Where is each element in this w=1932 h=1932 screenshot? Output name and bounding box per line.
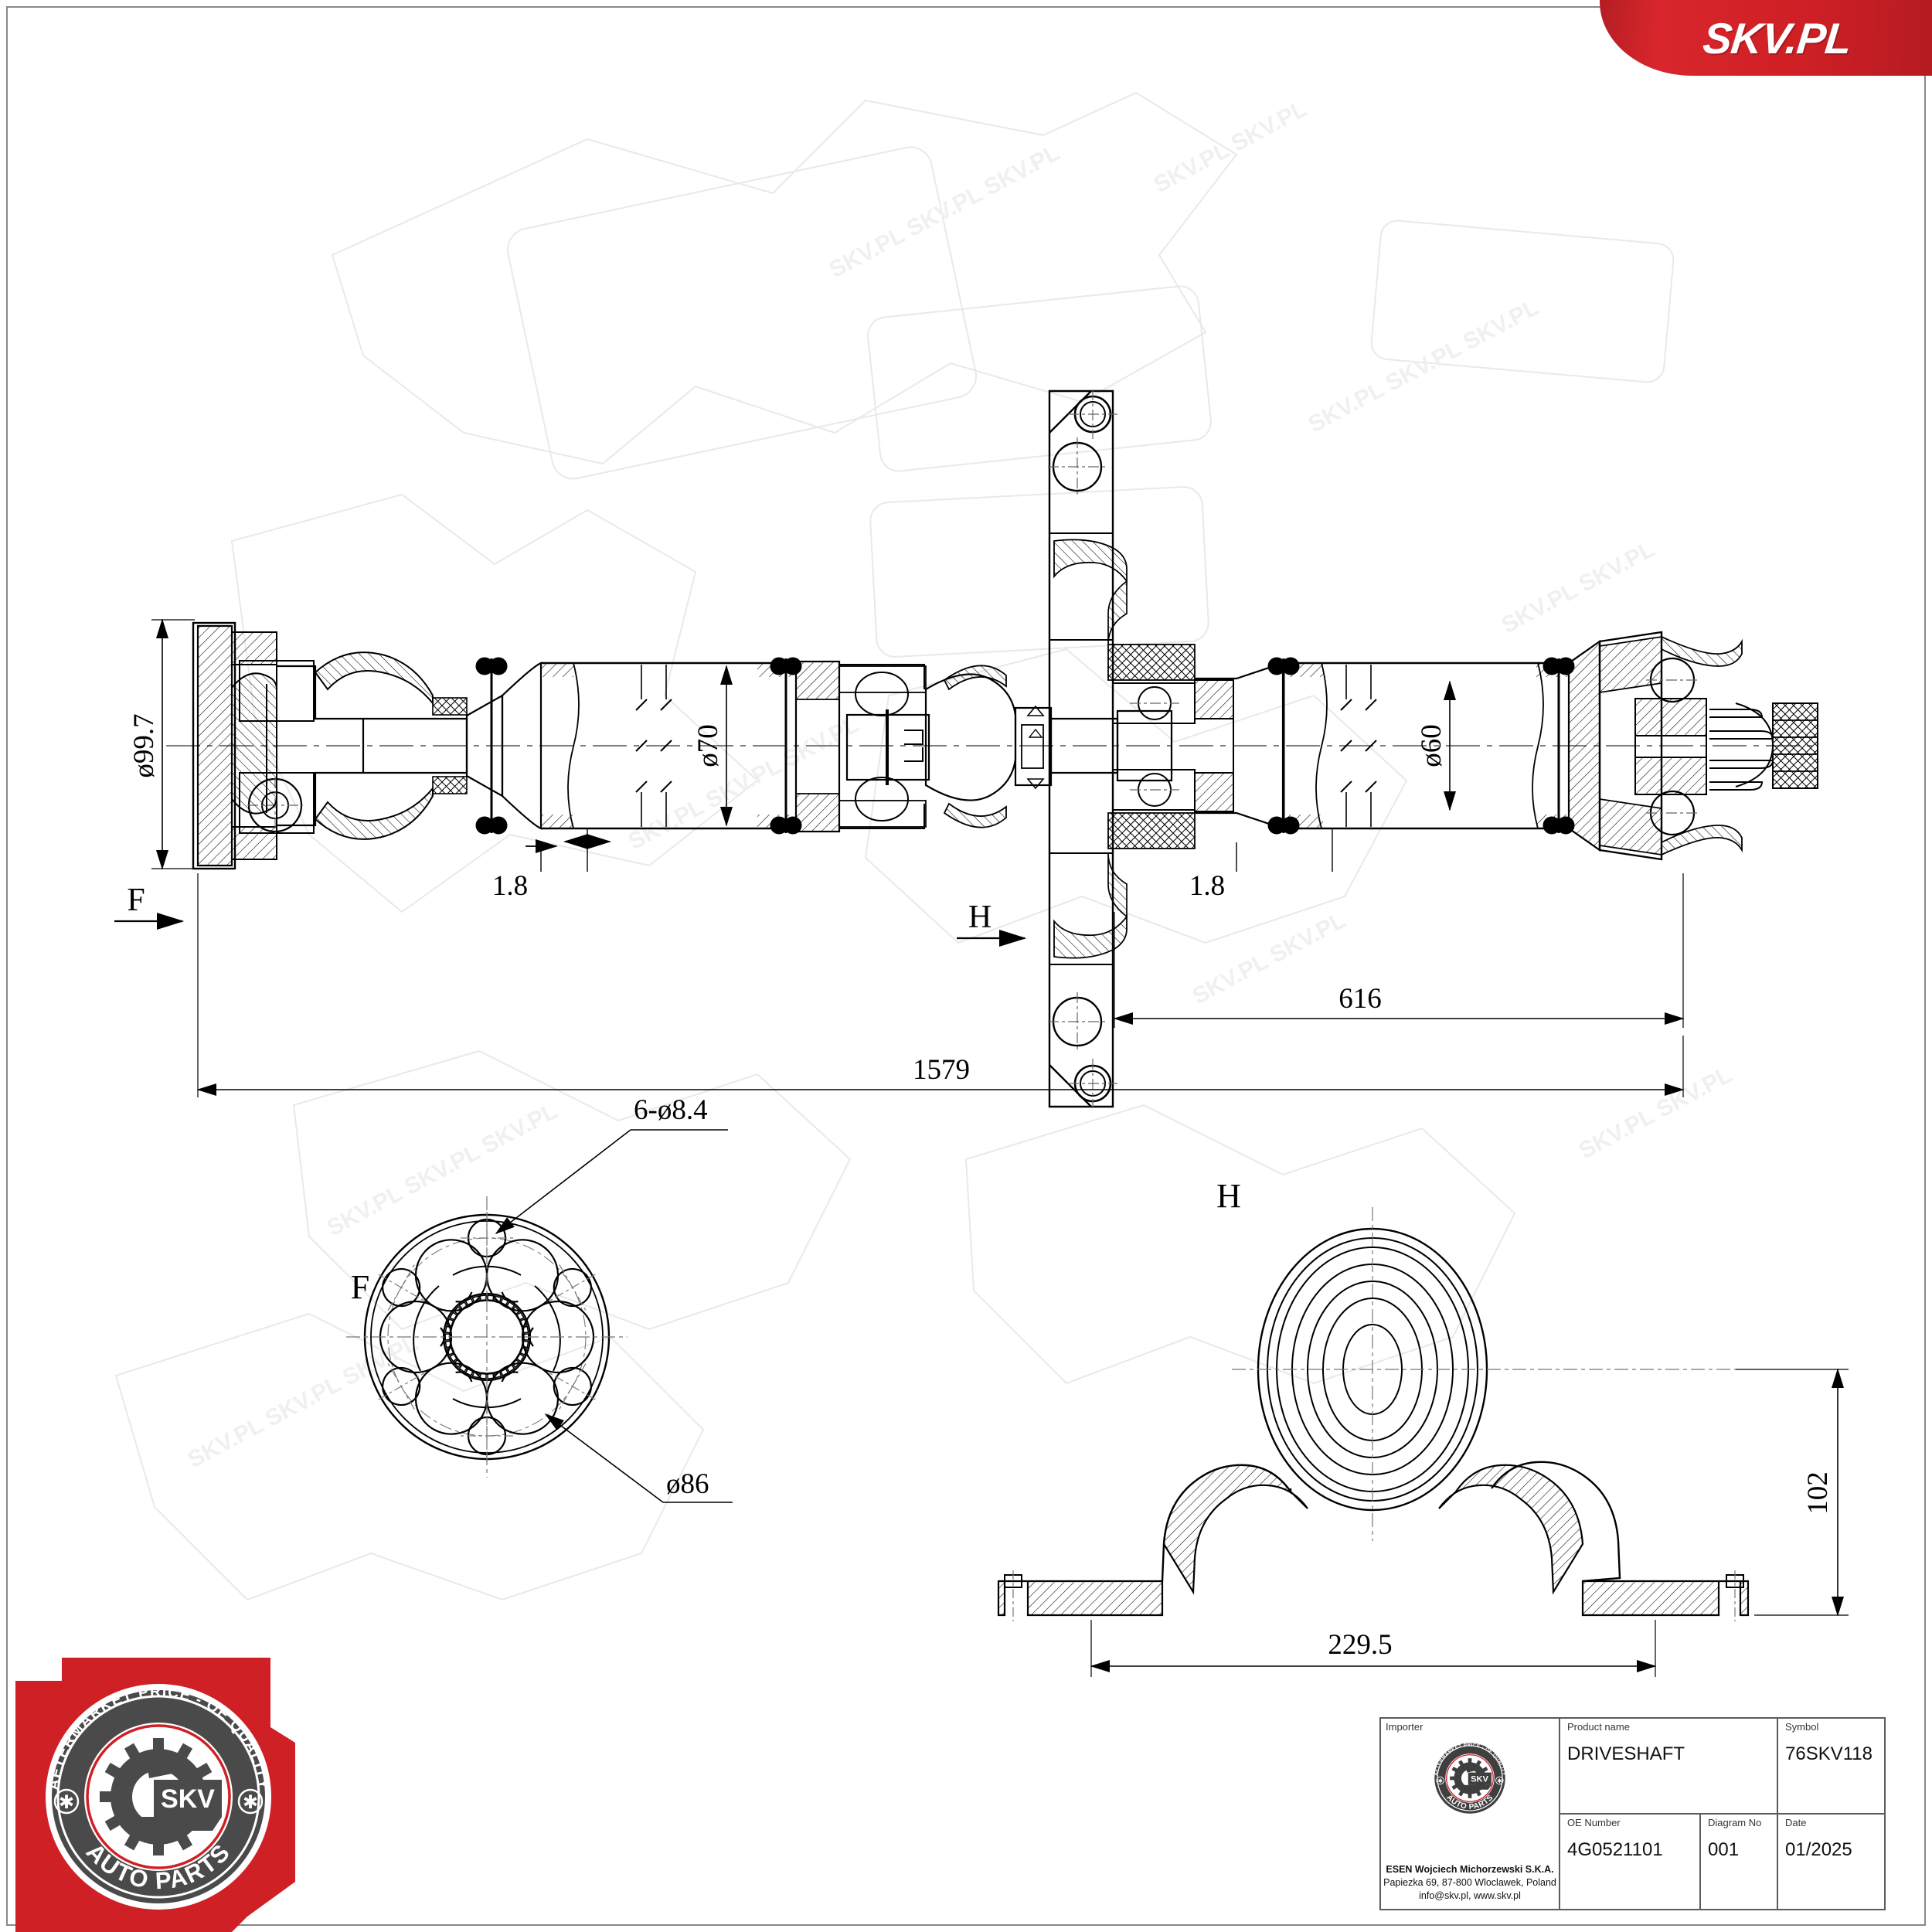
importer-company: ESEN Wojciech Michorzewski S.K.A. [1386,1864,1554,1876]
dim-label-flange-diameter: ø99.7 [128,713,160,777]
main-view-dimensions [114,618,1685,1097]
importer-address: Papiezka 69, 87-800 Wloclawek, Poland [1383,1877,1556,1889]
dim-label-bolt-holes: 6-ø8.4 [634,1094,708,1126]
centre-support-bracket [1048,389,1196,1108]
date-cell: Date 01/2025 [1777,1815,1884,1909]
view-label-F: F [351,1268,369,1306]
svg-text:SKV.PL SKV.PL: SKV.PL SKV.PL [1575,1062,1736,1164]
svg-text:SKV.PL SKV.PL: SKV.PL SKV.PL [1150,96,1311,198]
svg-text:SKV.PL SKV.PL SKV.PL: SKV.PL SKV.PL SKV.PL [184,1330,423,1473]
dim-rear-tube-diameter [1340,665,1456,827]
importer-contact: info@skv.pl, www.skv.pl [1419,1890,1521,1902]
brand-tab-label: SKV.PL [1701,13,1854,63]
dim-front-tube-wall [563,828,611,872]
dim-flange-diameter [151,618,195,870]
dim-label-bolt-circle: ø86 [666,1468,709,1500]
svg-text:SKV.PL SKV.PL: SKV.PL SKV.PL [1498,536,1659,638]
dim-label-rear-tube-diameter: ø60 [1416,724,1447,767]
dim-rear-length [1113,873,1685,1028]
dim-label-front-tube-wall: 1.8 [492,870,528,902]
svg-text:SKV.PL SKV.PL SKV.PL: SKV.PL SKV.PL SKV.PL [323,1098,562,1241]
diagram-no-value: 001 [1708,1839,1740,1861]
rear-cv-joint [1567,631,1818,861]
symbol-cell: Symbol 76SKV118 [1777,1719,1884,1813]
asterisk-icon-left: ✱ [59,1792,74,1813]
skv-seal-logo: SKV AFTERMARKET PRICE - OE QUALITY AUTO … [1432,1740,1508,1816]
svg-text:✱: ✱ [1438,1777,1443,1784]
main-assembly-view [166,389,1818,1108]
view-label-H-arrow: H [968,900,992,935]
quality-badge: SKV AFTERMARKET PRICE - OE QUALITY AUTO … [15,1651,295,1932]
view-label-F-arrow: F [127,883,145,918]
diagram-no-cell: Diagram No 001 [1699,1815,1777,1909]
page-border [6,6,1926,1926]
badge-center-text: SKV [161,1784,215,1814]
view-H-bracket: H 229.5 102 [997,1177,1849,1677]
oe-number-value: 4G0521101 [1567,1839,1663,1861]
symbol-label: Symbol [1785,1721,1819,1733]
view-label-H: H [1216,1177,1241,1215]
dim-bracket-width [1090,1620,1657,1677]
symbol-value: 76SKV118 [1785,1743,1872,1765]
date-label: Date [1785,1817,1807,1828]
dim-label-bracket-height: 102 [1802,1471,1834,1515]
dim-label-bracket-width: 229.5 [1328,1629,1392,1661]
dim-label-rear-tube-wall: 1.8 [1189,870,1225,902]
svg-text:SKV.PL SKV.PL SKV.PL: SKV.PL SKV.PL SKV.PL [1304,294,1543,437]
front-flange-assembly [192,621,543,870]
date-value: 01/2025 [1785,1839,1852,1861]
dim-label-front-tube-diameter: ø70 [692,724,724,767]
seal-center-text: SKV [1471,1774,1488,1784]
product-name-cell: Product name DRIVESHAFT [1560,1719,1777,1813]
dim-label-total-length: 1579 [913,1054,970,1086]
svg-text:SKV.PL SKV.PL: SKV.PL SKV.PL [1189,907,1350,1009]
rear-shaft-assembly [1194,657,1575,872]
main-view-dimension-labels: ø99.7 ø70 1.8 ø60 1.8 616 1579 F H [127,713,1447,1086]
importer-cell: Importer [1381,1719,1560,1909]
dim-bracket-height [1736,1368,1849,1617]
asterisk-icon-right: ✱ [243,1792,258,1813]
oe-number-cell: OE Number 4G0521101 [1560,1815,1699,1909]
gear-icon: SKV [100,1738,222,1855]
brand-tab: SKV.PL [1600,0,1932,76]
svg-text:SKV.PL SKV.PL SKV.PL: SKV.PL SKV.PL SKV.PL [624,712,863,855]
importer-label: Importer [1386,1721,1423,1733]
oe-number-label: OE Number [1567,1817,1621,1828]
product-name-value: DRIVESHAFT [1567,1743,1685,1765]
front-tube [475,657,802,872]
product-name-label: Product name [1567,1721,1630,1733]
dim-total-length [196,873,1685,1097]
title-block: Importer [1379,1717,1886,1910]
centre-universal-joint [794,660,1173,833]
svg-text:SKV.PL SKV.PL SKV.PL: SKV.PL SKV.PL SKV.PL [825,140,1064,283]
dim-front-tube-diameter [635,665,733,827]
diagram-no-label: Diagram No [1708,1817,1762,1828]
dim-label-rear-length: 616 [1338,983,1382,1015]
view-F-flange: F 6-ø8.4 ø86 [346,1094,733,1503]
svg-text:✱: ✱ [1497,1777,1502,1784]
bolt-hole-group [378,1212,596,1462]
